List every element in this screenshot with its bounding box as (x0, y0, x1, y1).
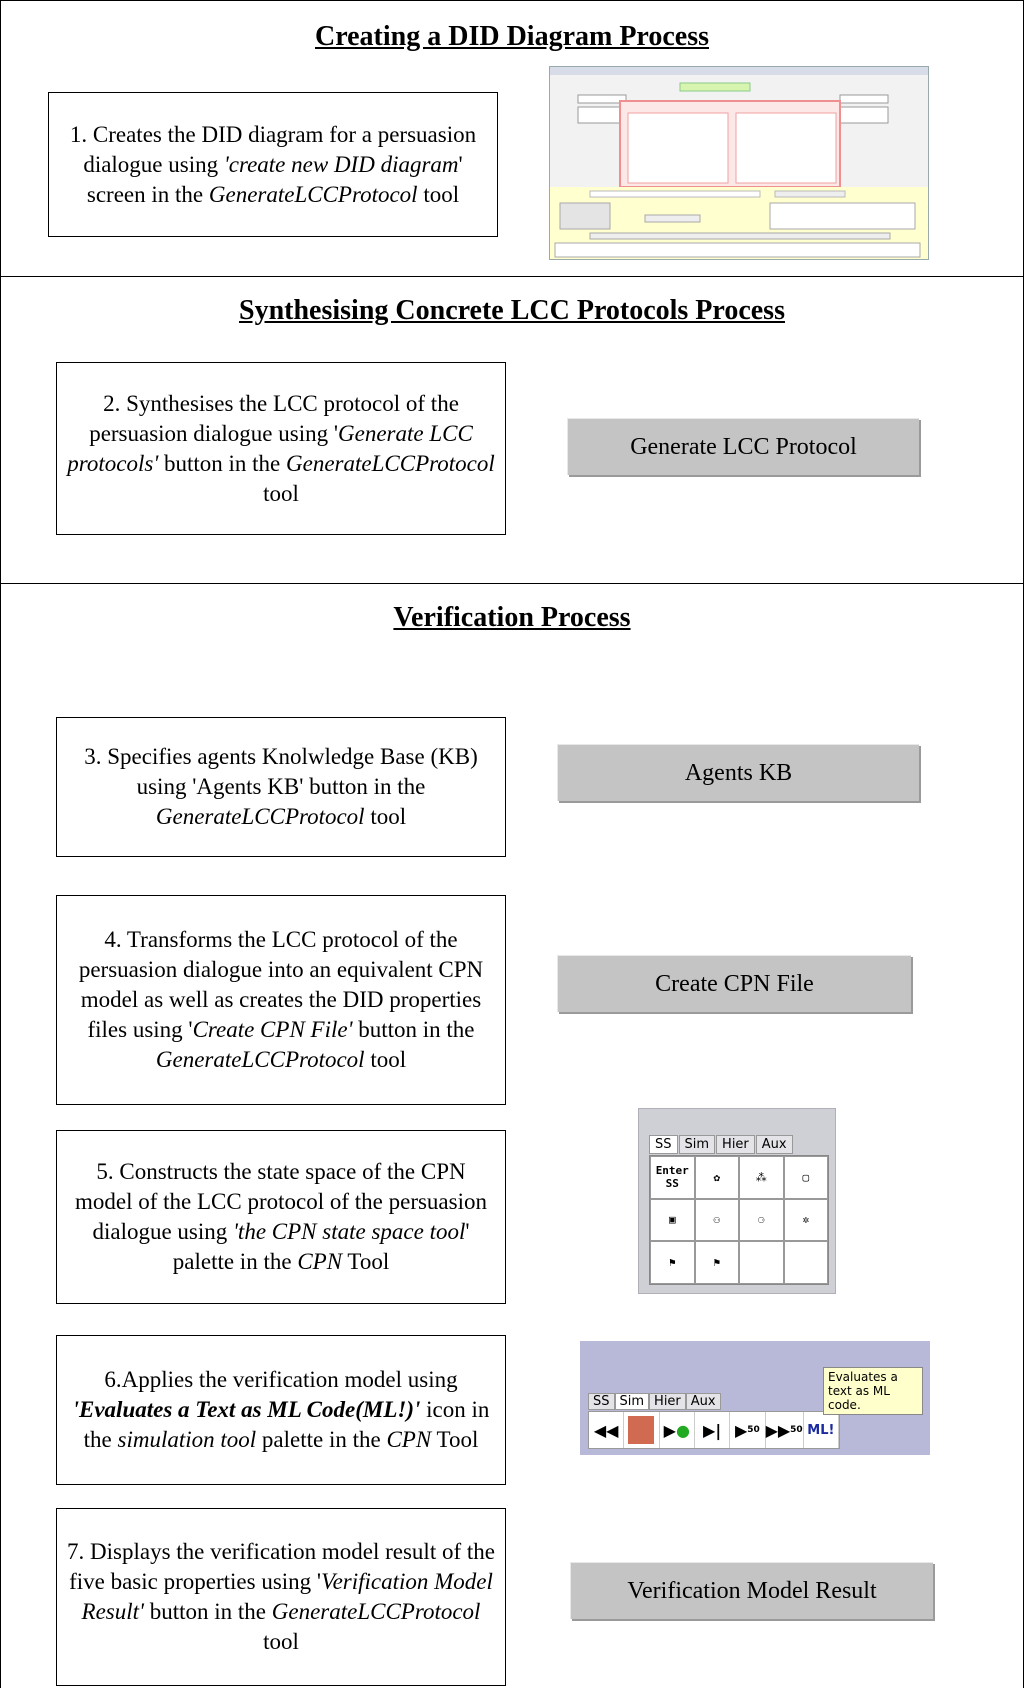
step-emphasis: GenerateLCCProtocol (286, 450, 495, 476)
step-text: 4. Transforms the LCC protocol of the pe… (78, 927, 484, 1042)
step-text: button in the (352, 1017, 475, 1042)
enter-ss-tool[interactable]: Enter SS (650, 1156, 695, 1199)
step-6-box: 6.Applies the verification model using '… (56, 1335, 506, 1485)
did-diagram-screenshot (549, 66, 929, 260)
step-text: tool (263, 480, 299, 506)
step-text: palette in the (256, 1427, 387, 1452)
tab-sim[interactable]: Sim (614, 1393, 650, 1410)
ml-evaluate-icon[interactable]: ML! (804, 1412, 840, 1448)
tab-aux[interactable]: Aux (755, 1135, 793, 1154)
step-icon[interactable]: ▶| (695, 1412, 731, 1448)
simulation-tools: ◀◀ ▶● ▶| ▶50 ▶▶50 ML! (588, 1411, 840, 1449)
predecessors-icon[interactable]: ⚆ (739, 1198, 784, 1242)
step-2-box: 2. Synthesises the LCC protocol of the p… (56, 362, 506, 535)
step-emphasis: 'the CPN state space tool (233, 1219, 466, 1244)
tab-sim[interactable]: Sim (678, 1135, 716, 1154)
state-space-tool-grid: Enter SS ✿ ⁂ ▢ ▣ ⚇ ⚆ ✲ ⚑ ⚑ (649, 1155, 829, 1285)
section-title: Creating a DID Diagram Process (314, 21, 709, 52)
tab-ss[interactable]: SS (588, 1393, 615, 1410)
tab-aux[interactable]: Aux (685, 1393, 721, 1410)
step-text: ' screen in the (86, 151, 463, 207)
section-title: Synthesising Concrete LCC Protocols Proc… (239, 295, 785, 326)
step-emphasis: 'Evaluates a Text as ML Code(ML!)' (72, 1397, 421, 1422)
play-50-icon[interactable]: ▶50 (730, 1412, 766, 1448)
step-text: Tool (431, 1427, 479, 1452)
step-1-box: 1. Creates the DID diagram for a persuas… (48, 92, 498, 237)
tab-hier[interactable]: Hier (649, 1393, 686, 1410)
section-verification: Verification Process (0, 583, 1024, 1688)
fast-forward-icon[interactable]: ▶▶50 (766, 1412, 804, 1448)
step-text: 1. Creates the DID diagram for a persuas… (69, 121, 477, 177)
step-emphasis: CPN (386, 1427, 432, 1452)
step-emphasis: Generate LCC protocols' (67, 420, 473, 476)
empty-slot (783, 1241, 828, 1284)
step-emphasis: Create CPN File' (192, 1017, 353, 1042)
step-text: tool (364, 1047, 407, 1072)
marking-icon[interactable]: ⚑ (650, 1241, 695, 1284)
generate-lcc-protocol-button[interactable]: Generate LCC Protocol (567, 418, 919, 475)
step-emphasis: GenerateLCCProtocol (155, 804, 365, 829)
verification-model-result-button[interactable]: Verification Model Result (570, 1562, 933, 1619)
step-7-box: 7. Displays the verification model resul… (56, 1508, 506, 1686)
step-text: button in the (158, 450, 287, 476)
calculate-ss-icon[interactable]: ✿ (694, 1156, 739, 1199)
step-text: 5. Constructs the state space of the CPN… (74, 1159, 487, 1244)
node-icon[interactable]: ▣ (650, 1198, 695, 1242)
step-emphasis: Verification Model Result' (81, 1569, 493, 1624)
section-title: Verification Process (393, 602, 631, 633)
did-screen-mock (550, 67, 928, 259)
step-text: 7. Displays the verification model resul… (67, 1539, 495, 1594)
step-text: 3. Specifies agents Knolwledge Base (KB)… (84, 744, 478, 799)
step-emphasis: GenerateLCCProtocol (155, 1047, 365, 1072)
step-4-box: 4. Transforms the LCC protocol of the pe… (56, 895, 506, 1105)
step-text: 2. Synthesises the LCC protocol of the p… (89, 390, 459, 446)
step-text: Tool (342, 1249, 390, 1274)
graph-icon[interactable]: ✲ (783, 1198, 828, 1242)
step-text: icon in the (83, 1397, 490, 1452)
successors-icon[interactable]: ⚇ (694, 1198, 739, 1242)
state-icon[interactable]: ⚑ (694, 1241, 739, 1284)
create-cpn-file-button[interactable]: Create CPN File (557, 955, 911, 1012)
step-emphasis: CPN (297, 1249, 343, 1274)
step-text: ' palette in the (172, 1219, 470, 1274)
empty-slot (739, 1241, 784, 1284)
step-5-box: 5. Constructs the state space of the CPN… (56, 1130, 506, 1304)
step-3-box: 3. Specifies agents Knolwledge Base (KB)… (56, 717, 506, 857)
step-text: tool (417, 181, 460, 207)
step-emphasis: GenerateLCCProtocol (208, 181, 418, 207)
tab-hier[interactable]: Hier (716, 1135, 755, 1154)
step-emphasis: 'create new DID diagram (223, 151, 459, 177)
tab-ss[interactable]: SS (649, 1135, 678, 1154)
step-text: tool (364, 804, 407, 829)
step-text: 6.Applies the verification model using (104, 1367, 458, 1392)
step-emphasis: simulation tool (117, 1427, 257, 1452)
step-text: tool (263, 1629, 299, 1654)
rewind-icon[interactable]: ◀◀ (589, 1412, 625, 1448)
play-single-icon[interactable]: ▶● (660, 1412, 695, 1448)
report-icon[interactable]: ▢ (783, 1156, 828, 1199)
agents-kb-button[interactable]: Agents KB (557, 744, 919, 801)
scc-graph-icon[interactable]: ⁂ (739, 1156, 784, 1199)
stop-icon[interactable] (624, 1412, 660, 1448)
ml-tooltip: Evaluates a text as ML code. (823, 1367, 923, 1415)
step-text: button in the (143, 1599, 272, 1624)
step-emphasis: GenerateLCCProtocol (271, 1599, 481, 1624)
